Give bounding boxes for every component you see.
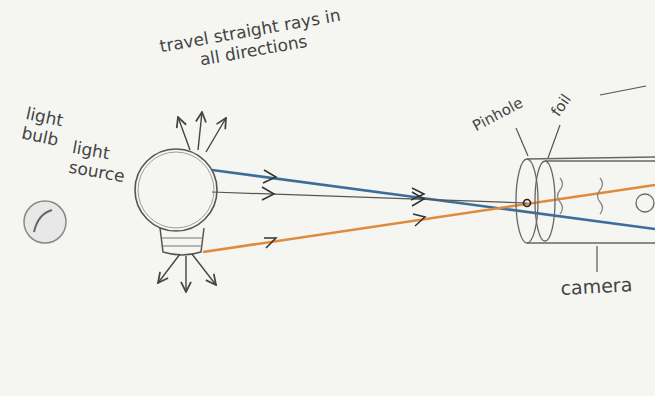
bulb-base <box>160 228 204 255</box>
pinhole <box>524 200 531 207</box>
handwritten-label: light bulb <box>20 104 79 153</box>
handwritten-label: travel straight rays in all directions <box>150 4 354 77</box>
radiating-arrows <box>158 112 226 292</box>
orange-ray <box>203 185 655 252</box>
bulb-thread <box>162 238 203 246</box>
grey-ray <box>212 192 527 203</box>
leader-lines <box>516 86 646 272</box>
bulb-glass <box>135 149 217 231</box>
ray-arrowheads <box>262 170 425 248</box>
ball-sketch <box>24 201 66 243</box>
camera-cylinder <box>516 157 655 243</box>
handwritten-label: Pinhole <box>470 82 549 135</box>
bulb-glass-inner <box>138 152 214 228</box>
handwritten-label: foil <box>548 69 591 120</box>
blue-ray <box>212 170 655 229</box>
ball-shading <box>34 210 52 232</box>
handwritten-label: camera <box>560 273 651 300</box>
handwritten-label: light source <box>67 138 131 187</box>
